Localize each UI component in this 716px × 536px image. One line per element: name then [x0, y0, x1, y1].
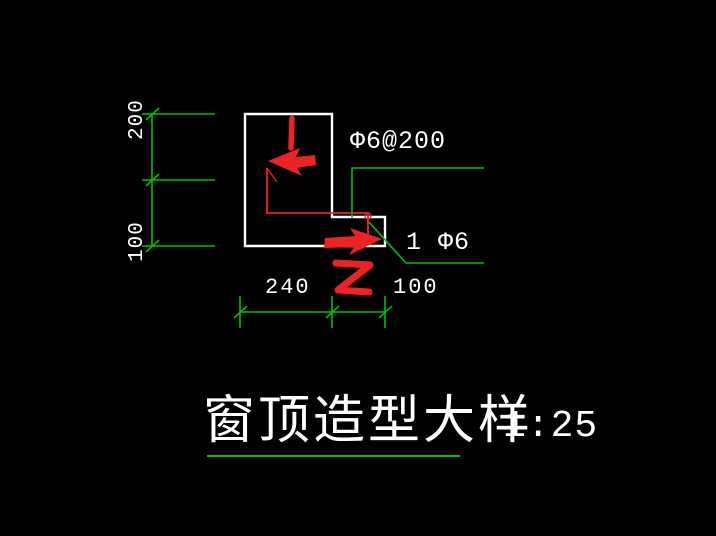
- horizontal-dimension-chain: [233, 296, 393, 328]
- stirrup-leader-line: [351, 167, 484, 218]
- bar-leader-line: [367, 220, 484, 264]
- callout-stirrup-spacing: Φ6@200: [350, 127, 447, 156]
- drawing-scale: 1:25: [503, 405, 599, 448]
- dimension-label-vertical-upper: 200: [126, 99, 149, 140]
- section-outline: [243, 112, 387, 248]
- annotation-arrow-right: [324, 228, 382, 255]
- annotation-layer: [266, 115, 382, 296]
- rebar-path: [266, 167, 372, 245]
- callout-bar-count: 1 Φ6: [406, 228, 471, 257]
- marker-vertical-stroke: [288, 115, 295, 151]
- dimension-label-horizontal-left: 240: [265, 275, 311, 300]
- annotation-arrow-left: [268, 148, 316, 176]
- vertical-dimension-chain: [142, 107, 215, 253]
- dimension-label-vertical-lower: 100: [126, 221, 149, 262]
- drawing-title: 窗顶造型大样: [203, 391, 534, 451]
- dimension-lines: [142, 107, 484, 457]
- dimension-label-horizontal-right: 100: [393, 275, 439, 300]
- handwritten-z-markup: [332, 259, 374, 296]
